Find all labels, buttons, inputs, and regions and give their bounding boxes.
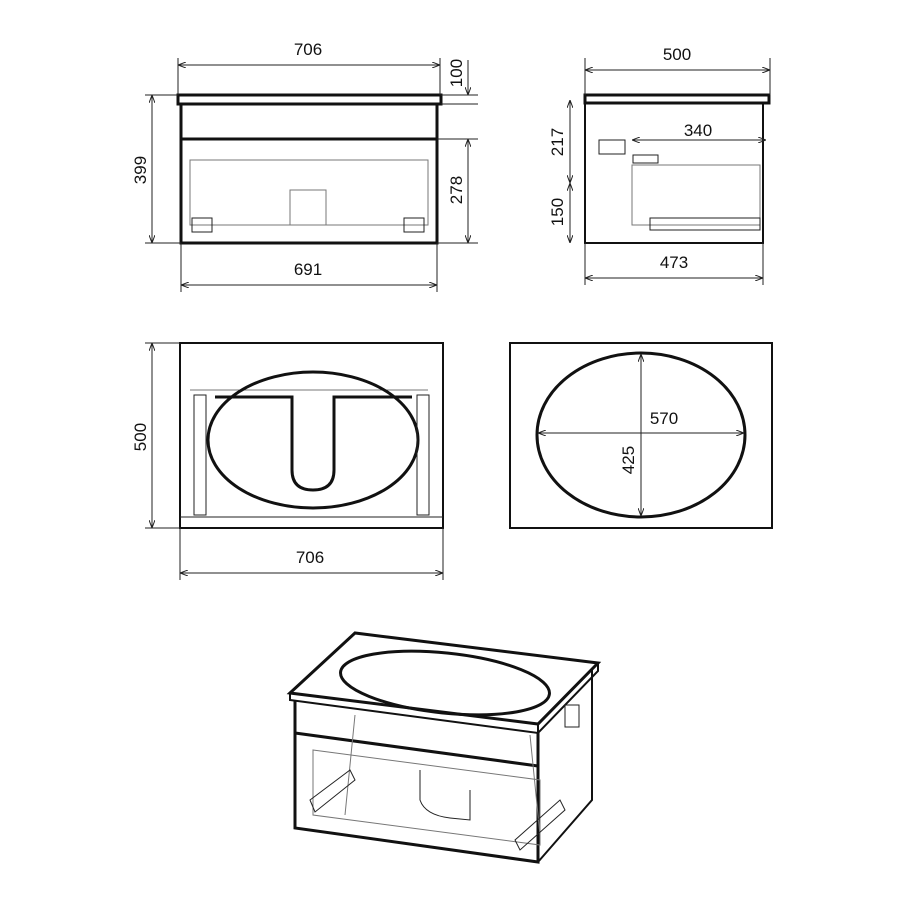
dim-depth: 500 — [131, 423, 150, 451]
isometric-view — [286, 631, 602, 864]
iso-countertop — [286, 631, 602, 726]
dim-upper-height: 217 — [548, 128, 567, 156]
drawer-inner — [189, 159, 429, 226]
runner-side — [649, 217, 761, 231]
siphon-cutout — [289, 189, 327, 226]
dim-lower-height: 150 — [548, 198, 567, 226]
cabinet-top-outline — [179, 342, 444, 529]
basin-frame — [509, 342, 773, 529]
dim-basin-length: 570 — [650, 409, 678, 428]
dim-depth-top: 500 — [663, 45, 691, 64]
basin-view: 570 425 — [509, 342, 773, 529]
iso-body — [293, 700, 540, 864]
runner-top-left — [193, 394, 207, 516]
runner-top-right — [416, 394, 430, 516]
iso-drawer-edge — [294, 731, 539, 768]
dim-drawer-height: 278 — [447, 176, 466, 204]
runner-right — [403, 217, 425, 233]
dim-width: 706 — [296, 548, 324, 567]
dim-width-top: 706 — [294, 40, 322, 59]
front-view: 706 100 399 278 691 — [131, 40, 478, 292]
side-view: 500 217 150 340 473 — [548, 45, 771, 285]
iso-runner-right — [514, 799, 566, 851]
dim-drawer-depth: 340 — [684, 121, 712, 140]
countertop-side — [583, 93, 771, 105]
cabinet-side — [584, 102, 764, 244]
iso-siphon — [419, 770, 471, 821]
dim-top-height: 100 — [447, 59, 466, 87]
siphon-cutout-top — [215, 395, 412, 492]
dim-total-height: 399 — [131, 156, 150, 184]
basin-ellipse — [535, 351, 747, 519]
iso-socket — [564, 704, 580, 728]
socket — [598, 139, 626, 155]
dim-body-depth: 473 — [660, 253, 688, 272]
dim-width-body: 691 — [294, 260, 322, 279]
runner-left — [191, 217, 213, 233]
iso-basin — [339, 649, 551, 717]
basin-outline — [206, 370, 420, 510]
dim-basin-width: 425 — [619, 446, 638, 474]
cabinet-body — [179, 102, 439, 245]
top-view: 500 706 — [131, 342, 444, 580]
iso-runner-left — [309, 769, 356, 813]
drawer-side — [631, 164, 761, 226]
